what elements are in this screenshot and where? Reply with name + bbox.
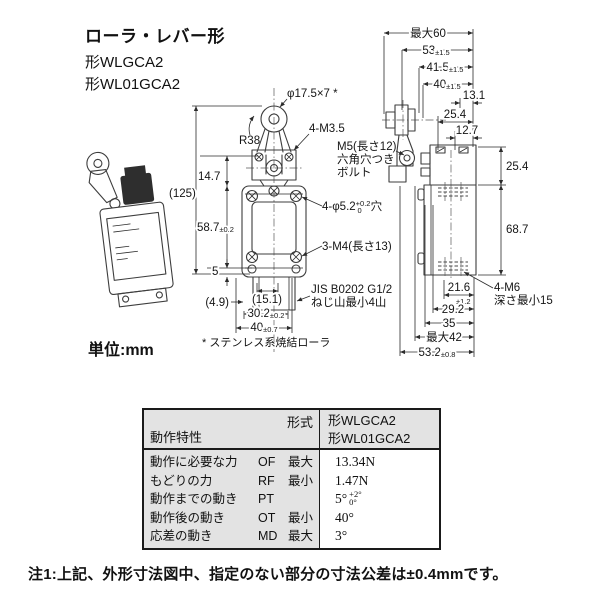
jis-thread-label-2: ねじ山最小4山: [311, 296, 386, 309]
dim-21-6: 21.6: [448, 282, 470, 294]
dim-13-1: 13.1: [463, 90, 485, 102]
title-block: ローラ・レバー形 形WLGCA2 形WL01GCA2: [85, 22, 225, 96]
lever-pivot: [265, 159, 283, 177]
dim-mount-span: 30.2±0.2: [248, 308, 285, 320]
dim-total-height: (125): [169, 188, 196, 200]
m5-bolt: [398, 149, 416, 167]
table-value-column: 13.34N 1.47N 5°+2°0° 40° 3°: [320, 450, 439, 548]
dim-25-4-side: 25.4: [506, 161, 529, 173]
dim-68-7: 68.7: [506, 224, 528, 236]
dim-25-4-top: 25.4: [444, 109, 467, 121]
page-title: ローラ・レバー形: [85, 27, 225, 46]
table-value: 40°: [335, 509, 354, 525]
front-callouts: φ17.5×7 * R38 4-M3.5 M5(長さ12) 六角穴つき ボルト …: [239, 88, 405, 309]
corner-label-model: 形式: [286, 415, 313, 430]
conduit: [252, 276, 296, 311]
product-illustration: [86, 151, 174, 308]
head-screw-label: 4-M3.5: [309, 123, 345, 135]
table-model-header: 形WLGCA2 形WL01GCA2: [320, 410, 439, 450]
dim-max42: 最大42: [426, 330, 462, 344]
tap-hole-label: 3-M4(長さ13): [322, 240, 392, 253]
m6-label-2: 深さ最小15: [494, 293, 553, 307]
stainless-roller-note: * ステンレス系焼結ローラ: [202, 337, 331, 349]
table-value: 1.47N: [335, 472, 369, 488]
table-corner-cell: 形式 動作特性: [144, 410, 320, 450]
table-value: 3°: [335, 528, 348, 544]
dim-21-6-tol: ±1.2: [456, 297, 471, 306]
dim-40: 40±1.5: [433, 79, 460, 91]
dim-53: 53±1.5: [422, 45, 449, 57]
dim-53-2: 53.2±0.8: [419, 347, 456, 359]
dimension-drawing: (125) 14.7 58.7±0.2 5 (15.1) 30.2±0.2 40…: [86, 24, 553, 361]
table-value: 5°+2°0°: [335, 489, 362, 508]
body-side: [423, 184, 477, 276]
model-name-2: 形WL01GCA2: [85, 76, 181, 93]
table-value: 13.34N: [335, 454, 376, 469]
roller: [260, 105, 288, 133]
tolerance-footnote: 注1:上記、外形寸法図中、指定のない部分の寸法公差は±0.4mmです。: [28, 566, 508, 583]
dim-12-7: 12.7: [456, 125, 478, 137]
side-dimensions: 最大60 53±1.5 41.5±1.5 40±1.5 13.1 25.4 12…: [383, 24, 553, 361]
front-view: [241, 105, 307, 311]
model-header-line2: 形WL01GCA2: [328, 431, 411, 446]
dim-head-height: 14.7: [198, 171, 220, 183]
side-view: [385, 104, 477, 276]
dim-body-height: 58.7±0.2: [197, 222, 234, 234]
m6-label-1: 4-M6: [494, 282, 520, 294]
unit-label: 単位:mm: [88, 342, 154, 359]
bolt-label-2: 六角穴つき: [337, 152, 395, 166]
dim-conduit-width: (15.1): [252, 294, 282, 306]
dim-offset: (4.9): [205, 297, 229, 309]
dim-foot: 5: [212, 266, 218, 278]
bolt-label-3: ボルト: [337, 166, 372, 179]
dim-body-width: 40±0.7: [250, 322, 277, 334]
dim-29-2: 29.2: [442, 304, 464, 316]
head-block: [120, 172, 155, 205]
jis-thread-label-1: JIS B0202 G1/2: [311, 284, 392, 296]
corner-label-characteristics: 動作特性: [150, 430, 203, 445]
dim-35: 35: [443, 318, 456, 330]
bolt-label-1: M5(長さ12): [337, 140, 397, 153]
lever-radius-label: R38: [239, 135, 260, 147]
tolerance-stack: +2°0°: [349, 489, 362, 508]
model-header-line1: 形WLGCA2: [328, 413, 396, 428]
model-name-1: 形WLGCA2: [85, 54, 164, 71]
head-side: [429, 144, 477, 186]
dim-max60: 最大60: [410, 26, 446, 40]
roller-dia-label: φ17.5×7 *: [287, 88, 338, 100]
dim-41-5: 41.5±1.5: [427, 62, 464, 74]
front-dimensions: (125) 14.7 58.7±0.2 5 (15.1) 30.2±0.2 40…: [167, 105, 293, 336]
